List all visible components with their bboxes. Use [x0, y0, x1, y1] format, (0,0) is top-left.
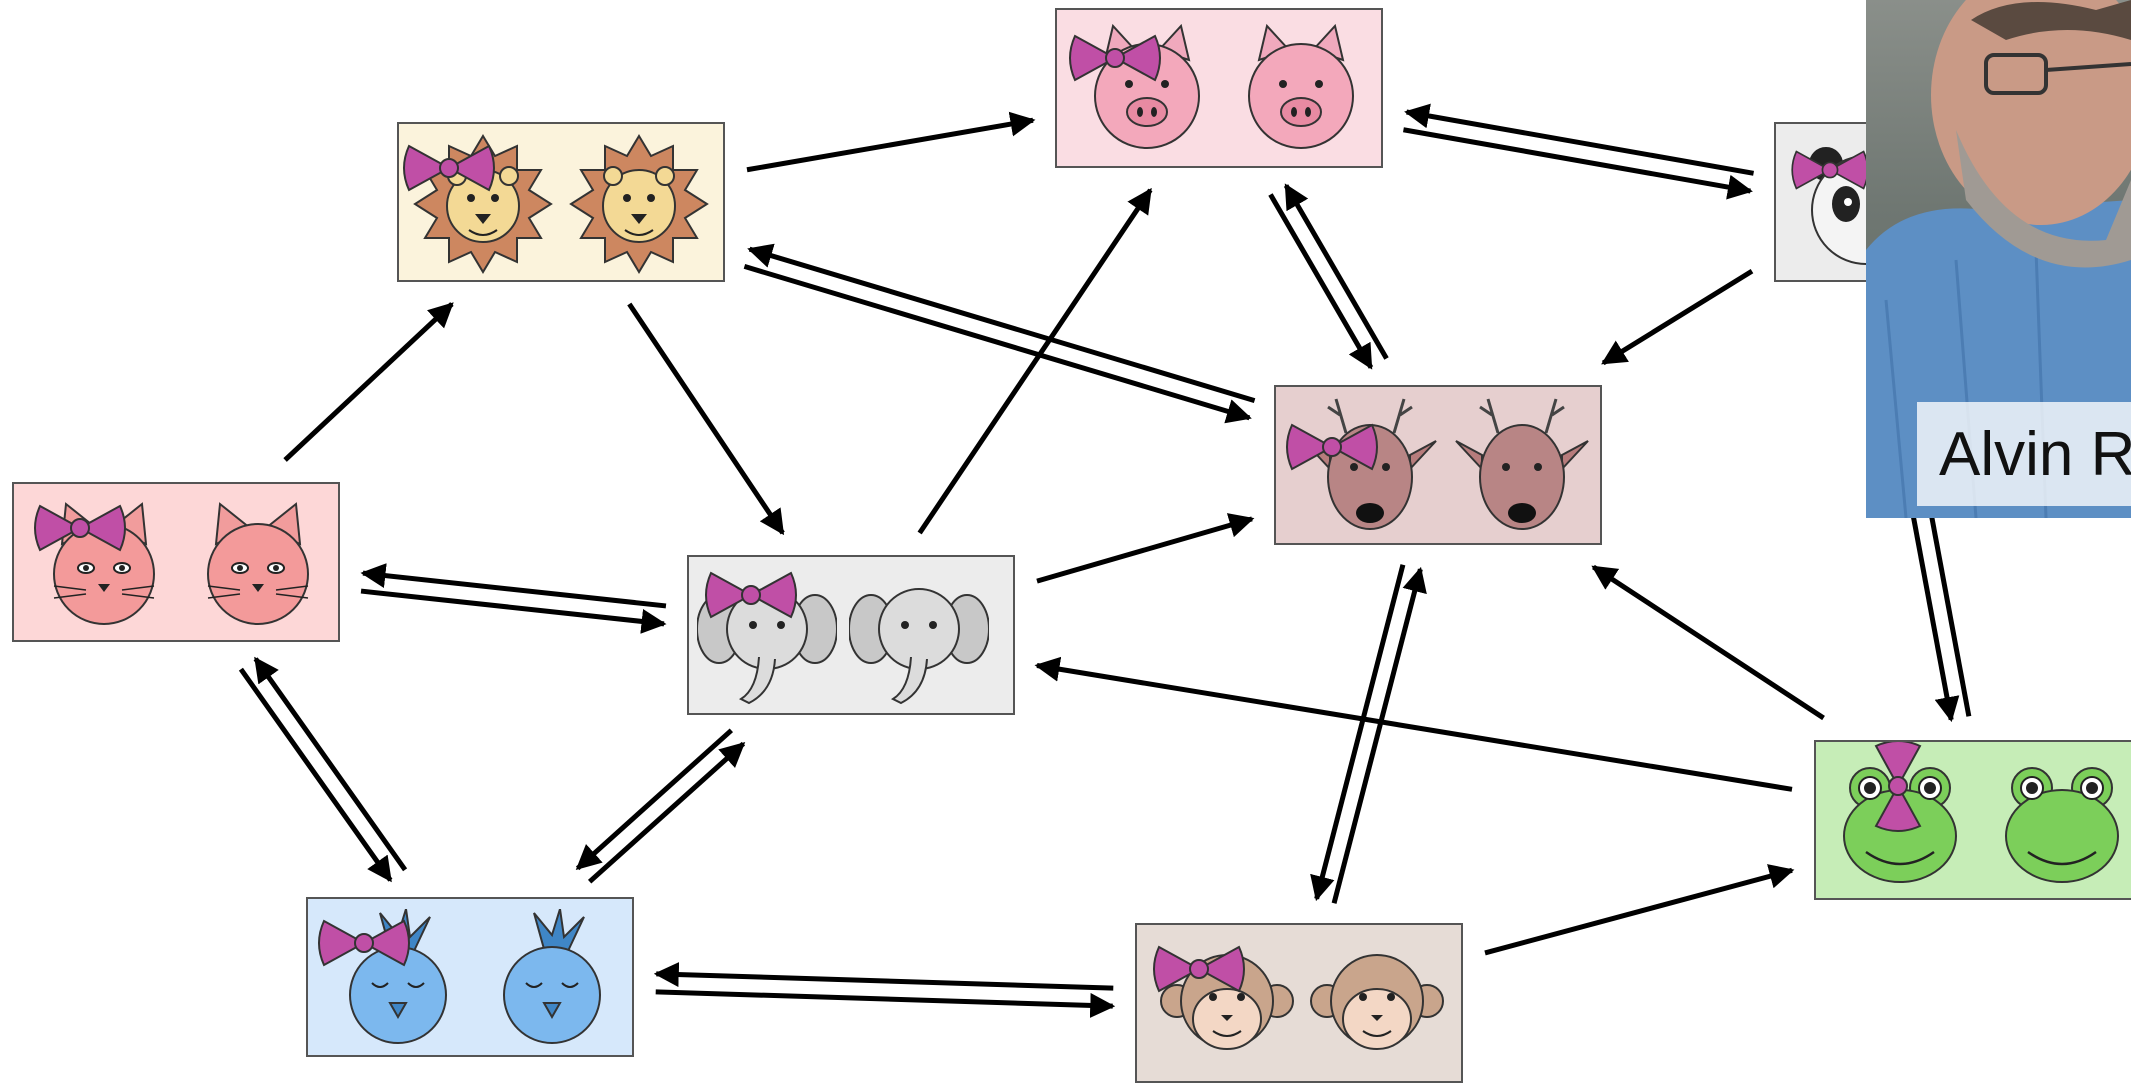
bow-icon	[1069, 34, 1161, 82]
arrow-pig-to-panda	[1402, 127, 1753, 200]
deer-pair-node	[1274, 385, 1602, 545]
arrow-lion-to-pig	[746, 111, 1036, 173]
frog-face-icon	[1843, 767, 1957, 883]
arrow-deer-to-lion	[747, 243, 1256, 403]
pig-face-icon	[1248, 23, 1354, 149]
frog-face-icon	[2005, 767, 2119, 883]
arrow-pig-to-deer	[1268, 193, 1374, 370]
monkey-pair-node	[1135, 923, 1463, 1083]
arrow-lion-to-deer	[743, 264, 1252, 424]
elephant-pair-node	[687, 555, 1015, 715]
arrow-deer-to-pig	[1283, 183, 1389, 360]
arrow-cat-to-elephant	[360, 588, 667, 634]
cat-face-icon	[207, 502, 309, 625]
bow-icon	[1286, 423, 1378, 471]
bow-icon	[318, 919, 410, 967]
cat-pair-node	[12, 482, 340, 642]
arrow-bird-to-monkey	[655, 989, 1116, 1018]
bow-icon	[1791, 150, 1869, 190]
arrow-panda-to-pig	[1404, 103, 1755, 176]
arrow-monkey-to-deer	[1331, 566, 1427, 904]
bow-icon	[705, 571, 797, 619]
arrow-cat-to-lion	[283, 302, 454, 462]
photo-caption: Alvin R	[1939, 420, 2131, 489]
bow-icon	[1153, 945, 1245, 993]
lion-pair-node	[397, 122, 725, 282]
bow-icon	[1874, 742, 1922, 832]
arrow-monkey-to-frog	[1484, 864, 1795, 956]
bow-icon	[34, 504, 126, 552]
arrow-elephant-to-bird	[575, 728, 734, 871]
arrow-panda-to-deer	[1601, 269, 1754, 366]
arrow-deer-to-monkey	[1310, 564, 1406, 902]
arrow-elephant-to-cat	[360, 563, 667, 609]
speaker-photo: Alvin R	[1866, 0, 2131, 518]
lion-face-icon	[569, 134, 709, 274]
bird-pair-node	[306, 897, 634, 1057]
arrow-elephant-to-deer	[1036, 513, 1255, 584]
arrow-bird-to-cat	[253, 656, 408, 872]
arrow-frog-to-deer	[1591, 564, 1825, 721]
bird-face-icon	[503, 909, 601, 1044]
bow-icon	[403, 144, 495, 192]
arrow-frog-to-elephant	[1034, 656, 1793, 792]
monkey-face-icon	[1160, 954, 1294, 1050]
arrow-elephant-to-pig	[917, 187, 1153, 535]
arrow-bird-to-elephant	[587, 741, 746, 884]
arrow-cat-to-bird	[238, 667, 393, 883]
pig-pair-node	[1055, 8, 1383, 168]
deer-face-icon	[1455, 398, 1589, 530]
arrow-lion-to-elephant	[627, 302, 785, 536]
arrow-monkey-to-bird	[653, 962, 1114, 991]
elephant-face-icon	[849, 588, 989, 705]
caption-background	[1917, 402, 2131, 506]
frog-pair-node	[1814, 740, 2131, 900]
monkey-face-icon	[1310, 954, 1444, 1050]
edge-layer	[238, 103, 1972, 1018]
